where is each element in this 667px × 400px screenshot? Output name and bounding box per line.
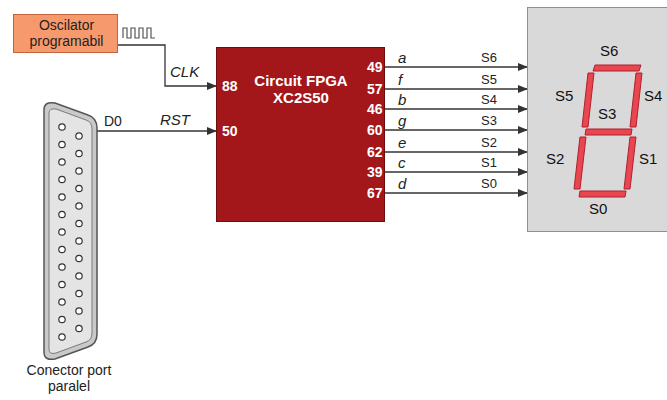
- pin-number: 50: [222, 123, 238, 139]
- segment-label: S5: [555, 87, 573, 104]
- clock-waveform: [123, 28, 155, 38]
- pin-hole: [76, 133, 82, 139]
- signal-wire: [385, 129, 527, 130]
- led-segment: [585, 129, 632, 135]
- signal-wire: [385, 151, 527, 152]
- edge-label: RST: [160, 112, 190, 129]
- pin-hole: [59, 334, 65, 340]
- pin-hole: [59, 281, 65, 287]
- edge-label: g: [398, 113, 406, 130]
- pin-hole: [59, 299, 65, 305]
- led-segment: [624, 137, 636, 189]
- pin-hole: [59, 264, 65, 270]
- pin-hole: [76, 308, 82, 314]
- pin-hole: [59, 246, 65, 252]
- connector-shell: [44, 103, 97, 360]
- led-segment: [579, 191, 626, 197]
- pin-number: 49: [367, 59, 383, 75]
- fpga-chip: Circuit FPGA XC2S50: [216, 47, 385, 222]
- pin-number: 60: [367, 122, 383, 138]
- signal-name: S5: [481, 73, 497, 88]
- led-segment: [630, 73, 642, 127]
- pin-hole: [76, 185, 82, 191]
- pin-hole: [76, 150, 82, 156]
- pin-hole: [59, 194, 65, 200]
- signal-wire: [118, 45, 216, 86]
- edge-label: a: [398, 50, 406, 67]
- pin-hole: [76, 238, 82, 244]
- segment-shapes: [528, 8, 667, 233]
- d-sub-shape: [36, 100, 102, 362]
- edge-label: e: [398, 135, 406, 152]
- signal-name: S6: [481, 51, 497, 66]
- node-text: Oscilator programabil: [14, 17, 119, 49]
- signal-wire: [385, 66, 527, 67]
- pin-number: 62: [367, 144, 383, 160]
- pin-hole: [76, 273, 82, 279]
- signal-name: D0: [104, 113, 122, 129]
- pin-number: 57: [367, 81, 383, 97]
- pin-hole: [76, 203, 82, 209]
- signal-wire: [385, 108, 527, 109]
- signal-wire: [385, 171, 527, 172]
- node-text: Conector port paralel: [16, 362, 122, 394]
- edge-label: b: [398, 92, 406, 109]
- signal-name: S4: [481, 93, 497, 108]
- signal-name: S0: [481, 177, 497, 192]
- pin-hole: [59, 159, 65, 165]
- pin-hole: [59, 316, 65, 322]
- edge-label: c: [398, 155, 406, 172]
- segment-label: S3: [598, 105, 616, 122]
- connector-inner: [49, 109, 92, 354]
- pin-hole: [76, 255, 82, 261]
- parallel-port-connector: Conector port paralel: [36, 100, 102, 398]
- oscillator-box: Oscilator programabil: [13, 14, 118, 53]
- pin-hole: [76, 220, 82, 226]
- edge-label: d: [398, 176, 406, 193]
- led-segment: [593, 65, 641, 71]
- signal-wire: [385, 88, 527, 89]
- pin-hole: [76, 325, 82, 331]
- signal-name: S2: [481, 136, 497, 151]
- pin-hole: [59, 211, 65, 217]
- led-segment: [574, 137, 586, 189]
- pin-number: 46: [367, 101, 383, 117]
- pin-number: 67: [367, 185, 383, 201]
- segment-label: S6: [600, 42, 618, 59]
- pin-number: 39: [367, 164, 383, 180]
- segment-label: S4: [644, 87, 662, 104]
- seven-segment-display: S6S5 S4S3S2 S1S0: [527, 7, 667, 232]
- edge-label: CLK: [170, 64, 199, 81]
- pin-hole: [76, 290, 82, 296]
- pin-hole: [76, 168, 82, 174]
- segment-label: S0: [589, 200, 607, 217]
- segment-label: S2: [546, 150, 564, 167]
- pin-hole: [59, 229, 65, 235]
- pin-hole: [59, 176, 65, 182]
- edge-label: f: [398, 72, 402, 89]
- pin-hole: [59, 124, 65, 130]
- signal-wire: [385, 192, 527, 193]
- pin-hole: [59, 141, 65, 147]
- signal-name: S3: [481, 114, 497, 129]
- segment-label: S1: [639, 150, 657, 167]
- signal-name: S1: [481, 156, 497, 171]
- node-text: Circuit FPGA XC2S50: [250, 72, 352, 107]
- led-segment: [582, 73, 594, 127]
- pin-number: 88: [222, 78, 238, 94]
- signal-wire: [97, 130, 216, 131]
